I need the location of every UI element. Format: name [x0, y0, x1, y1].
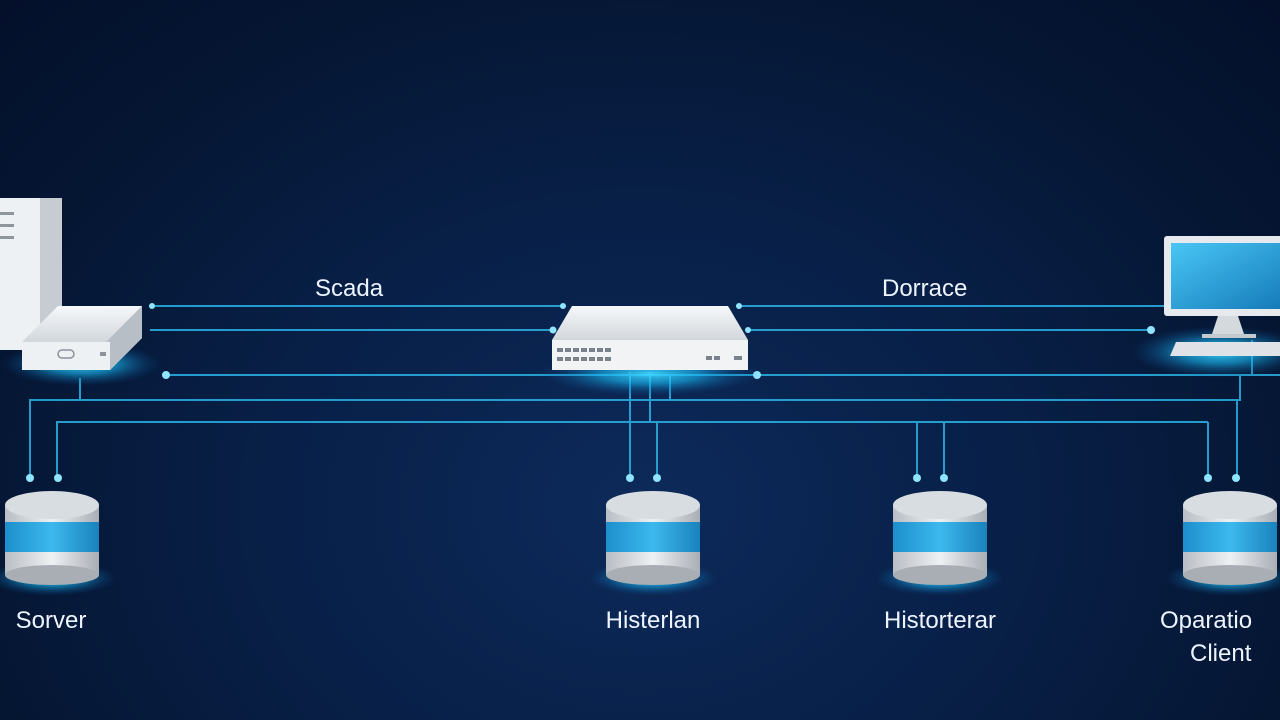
node-dot	[626, 474, 634, 482]
link-bus-server	[29, 375, 1241, 478]
node-dot	[653, 474, 661, 482]
server-appliance-icon	[2, 306, 162, 386]
link-label-right: Dorrace	[882, 275, 968, 302]
node-dot	[940, 474, 948, 482]
node-dot	[26, 474, 34, 482]
node-dot	[162, 371, 170, 379]
client-database-icon	[1165, 491, 1280, 596]
node-dot	[1204, 474, 1212, 482]
node-dot	[1147, 326, 1155, 334]
node-dot	[1232, 474, 1240, 482]
node-label-server: Sorver	[15, 607, 87, 634]
node-label-historian-a: Histerlan	[605, 607, 701, 634]
node-label-client-line1: Oparatio	[1160, 607, 1253, 634]
node-dot	[736, 303, 742, 309]
server-database-icon	[0, 491, 117, 596]
node-dot	[913, 474, 921, 482]
node-dot	[745, 327, 751, 333]
monitor-icon	[1130, 236, 1280, 378]
link-label-left: Scada	[315, 275, 384, 302]
node-dot	[560, 303, 566, 309]
node-label-historian-b: Historterar	[883, 607, 997, 634]
historian-b-database-icon	[875, 491, 1005, 596]
historian-a-database-icon	[588, 491, 718, 596]
node-dot	[549, 326, 557, 334]
node-dot	[54, 474, 62, 482]
network-switch-icon	[540, 306, 760, 396]
node-dot	[149, 303, 155, 309]
link-bus-lower	[56, 421, 1208, 478]
node-label-client-line2: Client	[1190, 640, 1252, 667]
